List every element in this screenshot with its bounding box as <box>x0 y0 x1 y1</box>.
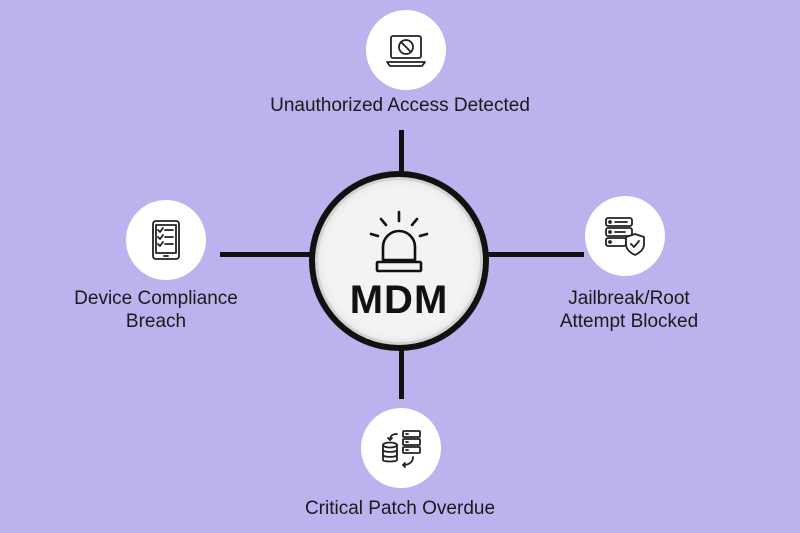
node-label-right-line1: Jailbreak/Root <box>568 288 690 309</box>
server-shield-icon <box>605 217 645 256</box>
hub-label: MDM <box>349 278 449 322</box>
compliance-checklist-icon <box>152 220 180 260</box>
node-jailbreak-root <box>585 196 665 276</box>
node-device-compliance <box>126 200 206 280</box>
database-sync-icon <box>382 430 421 468</box>
connector-top <box>399 130 404 176</box>
connector-bottom <box>399 347 404 399</box>
connector-right <box>484 252 584 257</box>
node-label-top: Unauthorized Access Detected <box>270 95 530 116</box>
node-critical-patch <box>361 408 441 488</box>
mdm-hub: MDM <box>309 171 489 351</box>
laptop-blocked-icon <box>386 35 426 67</box>
node-label-bottom: Critical Patch Overdue <box>304 498 496 519</box>
node-label-right-line2: Attempt Blocked <box>559 311 699 332</box>
node-unauthorized-access <box>366 10 446 90</box>
connector-left <box>220 252 314 257</box>
node-label-right: Jailbreak/Root Attempt Blocked <box>529 287 729 333</box>
alarm-siren-icon <box>369 210 429 273</box>
node-label-left: Device Compliance Breach <box>56 287 256 333</box>
node-label-left-line1: Device Compliance <box>74 288 238 309</box>
node-label-left-line2: Breach <box>125 311 187 332</box>
